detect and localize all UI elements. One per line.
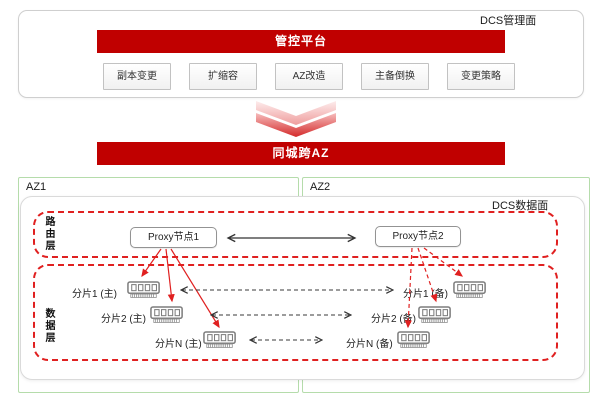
zone-az1-label: AZ1 [26,181,47,193]
data-plane-label: DCS数据面 [492,200,549,212]
memory-icon [127,281,161,299]
chip-master-switch: 主备倒换 [361,63,429,90]
routing-layer-box [33,211,558,258]
memory-icon [453,281,487,299]
memory-icon [418,306,452,324]
chevron-down-icon [256,101,336,137]
memory-icon [203,331,237,349]
zone-az2-label: AZ2 [310,181,331,193]
shardN-primary-label: 分片N (主) [155,339,202,350]
memory-icon [397,331,431,349]
shard1-primary-label: 分片1 (主) [72,289,117,300]
control-platform-banner: 管控平台 [97,30,505,53]
chip-change-policy: 变更策略 [447,63,515,90]
memory-icon [150,306,184,324]
proxy-node-2: Proxy节点2 [375,226,461,247]
chip-replica-change: 副本变更 [103,63,171,90]
chip-scale: 扩缩容 [189,63,257,90]
data-layer-box [33,264,558,361]
routing-layer-label: 路由层 [43,216,54,252]
shard2-standby-label: 分片2 (备) [371,314,416,325]
shard2-primary-label: 分片2 (主) [101,314,146,325]
proxy-node-1: Proxy节点1 [130,227,217,248]
management-plane-label: DCS管理面 [480,15,537,27]
data-layer-label: 数据层 [43,308,54,344]
cross-az-banner: 同城跨AZ [97,142,505,165]
shard1-standby-label: 分片1 (备) [403,289,448,300]
chip-az-transform: AZ改造 [275,63,343,90]
shardN-standby-label: 分片N (备) [346,339,393,350]
